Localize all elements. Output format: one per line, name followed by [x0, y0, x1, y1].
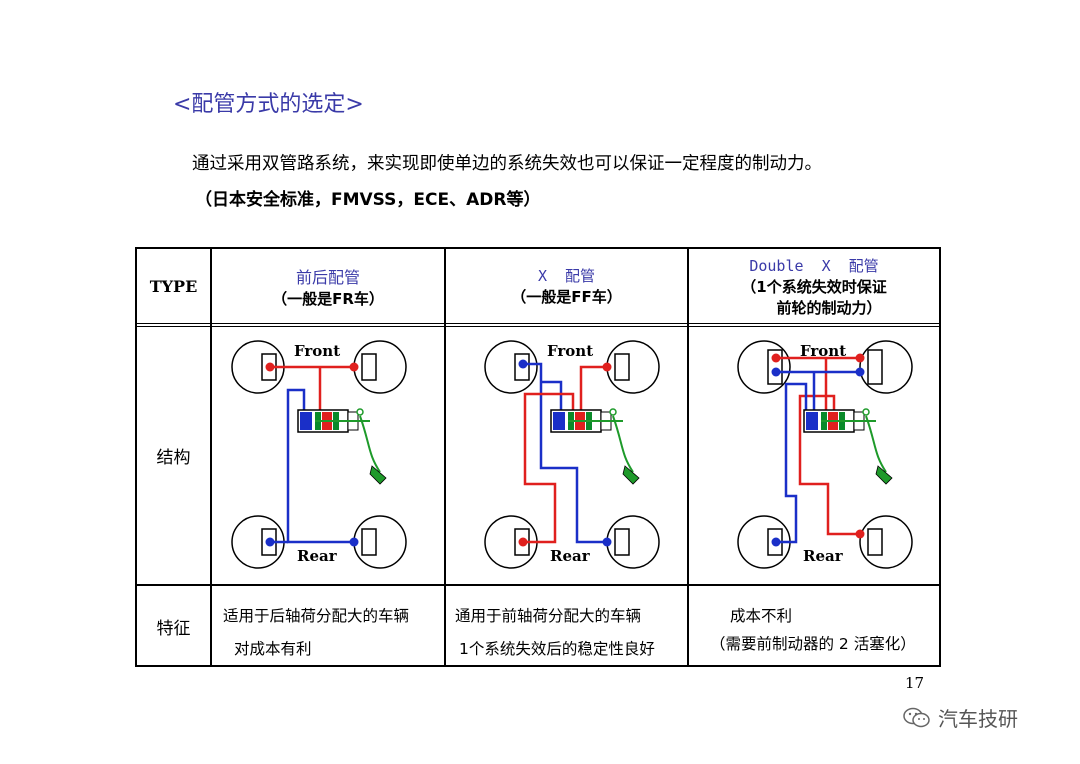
rear-label: Rear: [803, 547, 844, 565]
piping-comparison-table: TYPE 前后配管 （一般是FR车） X 配管 （一般是FF车） Double …: [135, 247, 941, 667]
rear-label: Rear: [297, 547, 338, 565]
wechat-icon: [903, 707, 930, 727]
row-label: 结构: [156, 448, 191, 468]
feature-text: （需要前制动器的 2 活塞化）: [710, 635, 916, 653]
intro-standards: （日本安全标准，FMVSS，ECE、ADR等）: [195, 190, 541, 210]
column-subtitle: （一般是FF车）: [511, 288, 622, 306]
rear-label: Rear: [550, 547, 591, 565]
front-label: Front: [547, 342, 593, 360]
type-header: TYPE: [149, 276, 198, 296]
page-number: 17: [905, 674, 925, 692]
feature-text: 对成本有利: [234, 640, 312, 658]
feature-label-cell: 特征: [137, 586, 210, 667]
watermark: 汽车技研: [902, 703, 1018, 732]
caliper: [361, 353, 377, 381]
intro-text: 通过采用双管路系统，来实现即使单边的系统失效也可以保证一定程度的制动力。: [192, 154, 822, 174]
feature-text: 适用于后轴荷分配大的车辆: [223, 607, 410, 625]
structure-label-cell: 结构: [137, 327, 210, 584]
page-title: <配管方式的选定>: [173, 92, 364, 117]
front-label: Front: [800, 342, 846, 360]
column-name: Double X 配管: [749, 256, 879, 275]
watermark-text: 汽车技研: [938, 707, 1018, 731]
diagram-double-x: Front Rear: [737, 340, 913, 569]
column-name: X 配管: [537, 267, 596, 285]
brake-pedal: [359, 415, 381, 473]
caliper: [361, 528, 377, 556]
header-x-split: X 配管 （一般是FF车）: [446, 249, 687, 323]
column-name: 前后配管: [295, 267, 360, 287]
front-label: Front: [294, 342, 340, 360]
feature-text: 1个系统失效后的稳定性良好: [459, 640, 655, 658]
feature-text: 通用于前轴荷分配大的车辆: [455, 607, 642, 625]
header-front-rear: 前后配管 （一般是FR车）: [212, 249, 444, 323]
column-subtitle: （1个系统失效时保证: [741, 277, 887, 296]
column-subtitle: 前轮的制动力）: [776, 298, 882, 317]
diagram-front-rear: Front Rear: [231, 340, 407, 569]
type-header-cell: TYPE: [137, 249, 210, 323]
feature-text: 成本不利: [730, 607, 793, 625]
row-label: 特征: [156, 619, 191, 639]
header-double-x: Double X 配管 （1个系统失效时保证 前轮的制动力）: [689, 249, 939, 323]
column-subtitle: （一般是FR车）: [272, 289, 384, 308]
diagram-x-split: Front Rear: [484, 340, 660, 569]
